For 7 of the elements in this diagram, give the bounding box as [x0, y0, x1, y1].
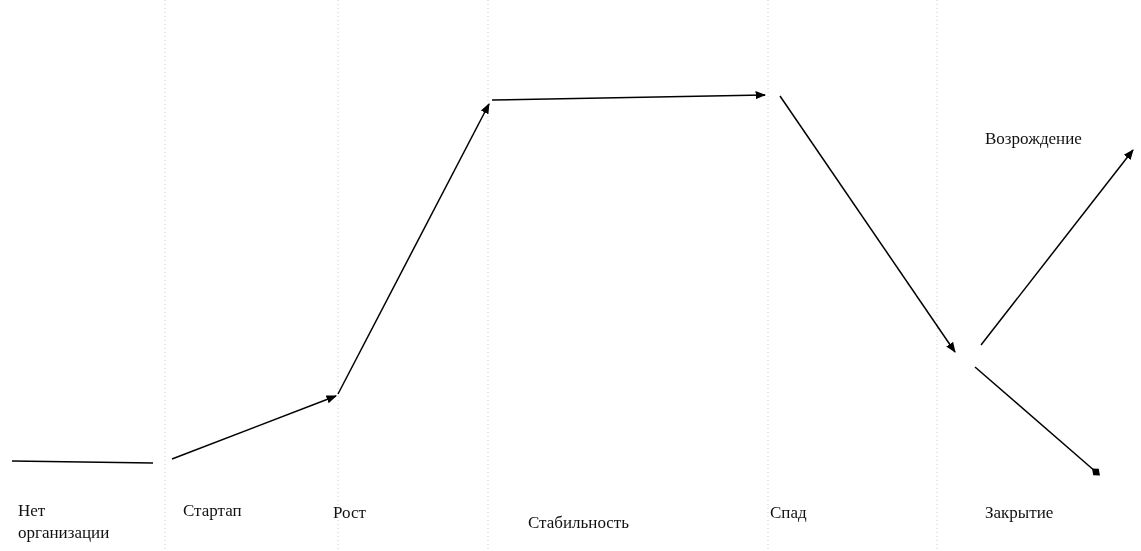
- stage-label: Спад: [770, 502, 807, 524]
- stage-label: Закрытие: [985, 502, 1054, 524]
- stage-label: Стабильность: [528, 512, 630, 534]
- stage-label: Стартап: [183, 500, 242, 522]
- stage-label: Рост: [333, 502, 366, 524]
- caption-text: Возрождение: [985, 128, 1082, 150]
- stage-label: Нет организации: [18, 500, 111, 544]
